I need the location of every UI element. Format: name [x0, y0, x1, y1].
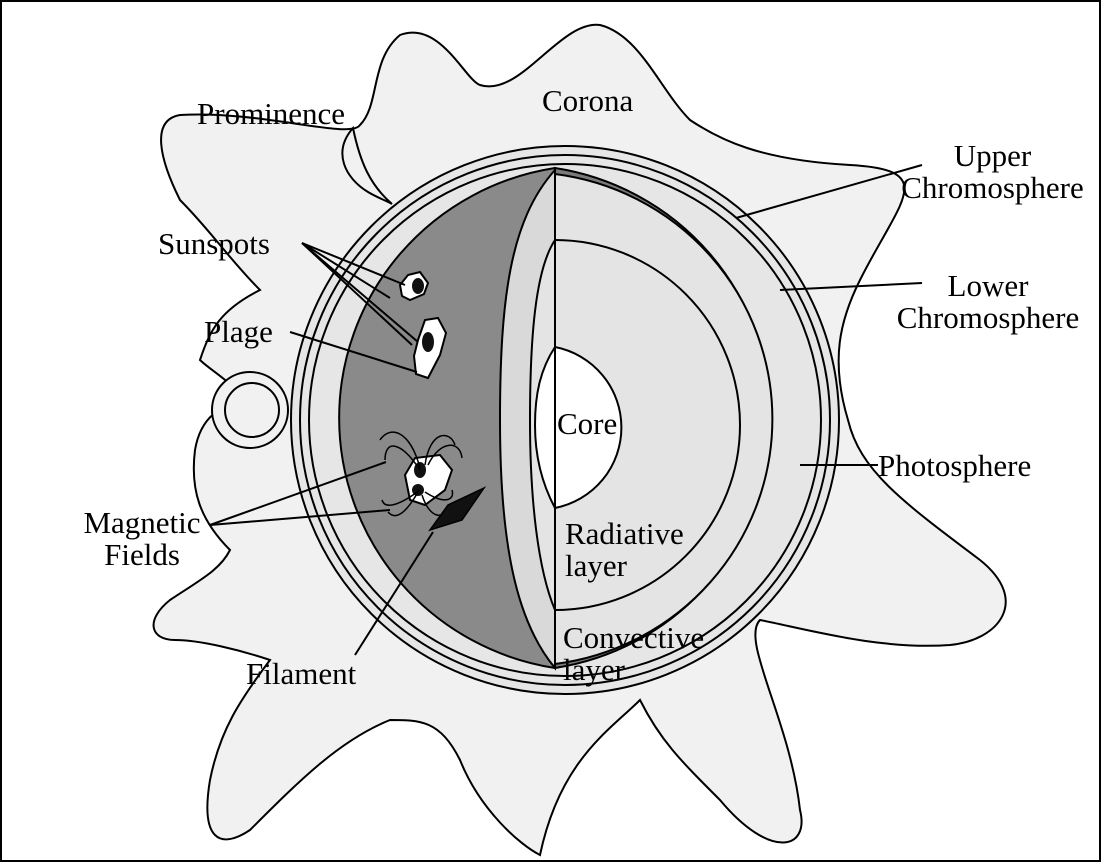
label-radiative-layer-line1: Radiative [565, 518, 684, 550]
label-corona: Corona [542, 85, 633, 117]
label-upper-chromosphere-line1: Upper [885, 140, 1100, 172]
label-magnetic-fields-line1: Magnetic [62, 507, 222, 539]
label-sunspots: Sunspots [158, 228, 270, 260]
label-lower-chromosphere-line2: Chromosphere [878, 302, 1098, 334]
label-radiative-layer: Radiative layer [565, 518, 684, 582]
label-plage: Plage [204, 316, 273, 348]
label-upper-chromosphere-line2: Chromosphere [885, 172, 1100, 204]
label-lower-chromosphere-line1: Lower [878, 270, 1098, 302]
label-radiative-layer-line2: layer [565, 550, 684, 582]
label-core: Core [557, 408, 617, 440]
label-filament: Filament [246, 658, 356, 690]
label-photosphere: Photosphere [878, 450, 1031, 482]
label-convective-layer-line1: Convective [563, 622, 704, 654]
label-magnetic-fields-line2: Fields [62, 539, 222, 571]
label-lower-chromosphere: Lower Chromosphere [878, 270, 1098, 334]
label-magnetic-fields: Magnetic Fields [62, 507, 222, 571]
label-convective-layer-line2: layer [563, 654, 704, 686]
label-prominence: Prominence [197, 98, 345, 130]
label-upper-chromosphere: Upper Chromosphere [885, 140, 1100, 204]
label-convective-layer: Convective layer [563, 622, 704, 686]
